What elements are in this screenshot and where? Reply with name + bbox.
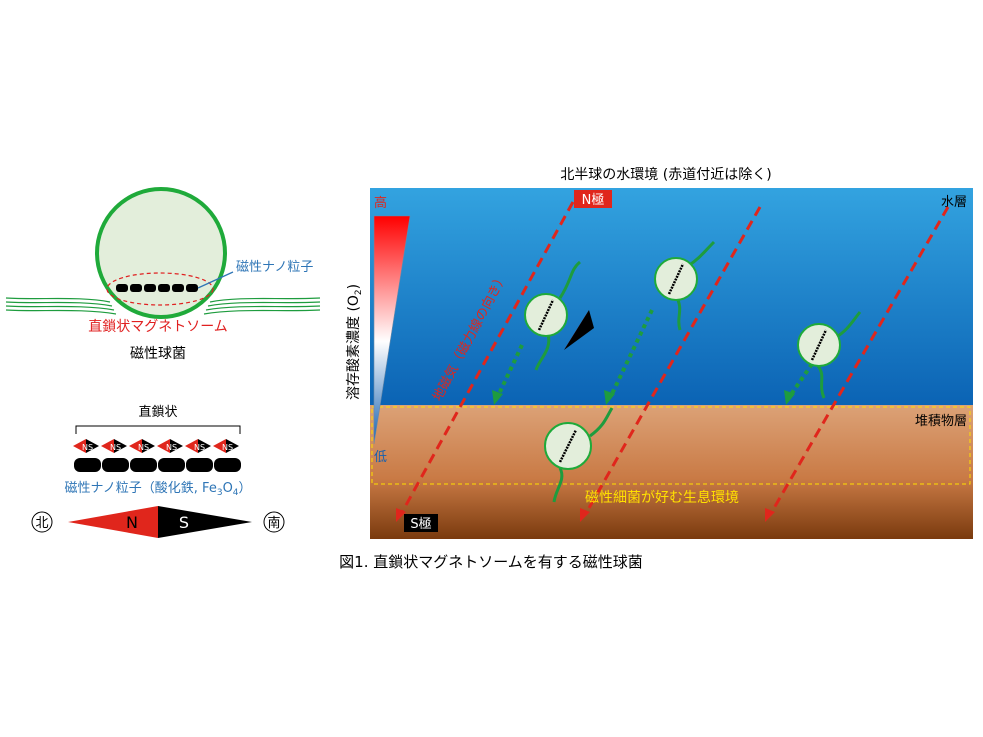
flagella-left	[5, 297, 117, 315]
bacterium-2	[654, 240, 716, 331]
water-layer-label: 水層	[941, 195, 967, 210]
compass-icon	[564, 310, 594, 350]
svg-text:S: S	[172, 443, 177, 452]
svg-text:S: S	[88, 443, 93, 452]
field-lines	[398, 201, 950, 517]
mini-magnet: N S	[73, 439, 99, 453]
nanoparticle-pointer	[197, 271, 234, 289]
nanoparticle-row	[74, 458, 241, 472]
mini-magnet: N S	[101, 439, 127, 453]
svg-text:S: S	[200, 443, 205, 452]
svg-text:北: 北	[35, 516, 48, 531]
composition-label: 磁性ナノ粒子（酸化鉄, Fe3O4）	[64, 481, 251, 498]
cell-body	[95, 187, 227, 319]
n-pole-label: N極	[574, 190, 612, 208]
nanoparticle-label: 磁性ナノ粒子	[236, 260, 313, 275]
habitat-label: 磁性細菌が好む生息環境	[585, 489, 739, 506]
field-line-arrowheads	[396, 508, 775, 522]
svg-text:S: S	[228, 443, 233, 452]
bacterium-illustration	[5, 187, 321, 319]
svg-text:S: S	[179, 513, 189, 532]
mini-magnet-row: N S N S N S N S N S	[73, 439, 239, 453]
mini-magnet: N S	[213, 439, 239, 453]
south-marker: 南	[263, 511, 285, 533]
svg-text:N: N	[166, 443, 172, 452]
figure-caption: 図1. 直鎖状マグネトソームを有する磁性球菌	[339, 553, 643, 571]
svg-text:N: N	[82, 443, 88, 452]
swim-arrows	[496, 309, 814, 398]
magnetosome-chain	[116, 284, 198, 292]
svg-text:N: N	[110, 443, 116, 452]
svg-text:南: 南	[267, 515, 280, 531]
mini-magnet: N S	[185, 439, 211, 453]
bacterium-1	[524, 260, 582, 371]
compass-needle: N S	[68, 506, 252, 538]
habitat-zone	[371, 406, 971, 485]
sediment-layer-label: 堆積物層	[915, 414, 967, 429]
bacterium-3	[797, 311, 862, 399]
svg-text:S極: S極	[410, 516, 431, 532]
environment-title: 北半球の水環境 (赤道付近は除く)	[560, 167, 771, 183]
mini-magnet: N S	[129, 439, 155, 453]
magnetosome-outline	[106, 272, 214, 306]
swim-arrowheads	[492, 390, 795, 405]
field-line	[768, 206, 950, 516]
chain-label: 直鎖状	[138, 404, 177, 420]
sediment-layer	[370, 405, 973, 539]
svg-text:S: S	[116, 443, 121, 452]
mini-magnet: N S	[157, 439, 183, 453]
svg-text:N: N	[194, 443, 200, 452]
bacterium-4	[544, 407, 614, 503]
oxygen-axis-label: 溶存酸素濃度 (O2)	[346, 284, 364, 400]
oxygen-low-label: 低	[374, 450, 387, 465]
svg-text:N: N	[126, 513, 138, 532]
svg-text:N: N	[222, 443, 228, 452]
field-line	[583, 206, 762, 516]
svg-text:N: N	[138, 443, 144, 452]
oxygen-high-label: 高	[374, 195, 387, 211]
magnetosome-label: 直鎖状マグネトソーム	[88, 318, 228, 335]
bacterium-label: 磁性球菌	[130, 346, 186, 362]
flagella-right	[203, 297, 321, 315]
svg-text:S: S	[144, 443, 149, 452]
s-pole-label: S極	[404, 514, 438, 532]
field-line	[398, 201, 575, 517]
north-marker: 北	[31, 511, 53, 533]
chain-bracket	[75, 425, 241, 434]
oxygen-gradient	[373, 215, 411, 445]
svg-text:N極: N極	[582, 192, 605, 208]
